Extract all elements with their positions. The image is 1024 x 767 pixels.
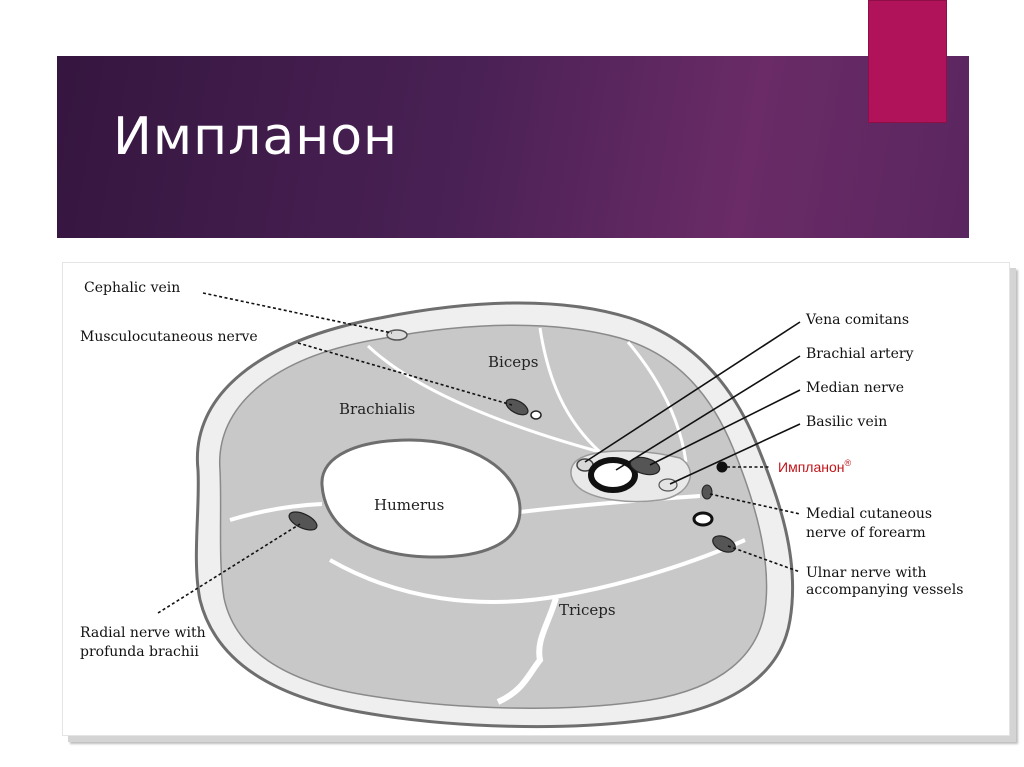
label-ulnar-nerve-line2: accompanying vessels xyxy=(806,582,963,598)
accent-box xyxy=(868,0,947,123)
cephalic-vein xyxy=(386,329,408,341)
label-medial-cutaneous-line2: nerve of forearm xyxy=(806,525,926,541)
label-medial-cutaneous-line1: Medial cutaneous xyxy=(806,506,932,522)
leader-brachial-artery xyxy=(615,355,801,471)
label-implanon: Импланон® xyxy=(778,458,851,475)
label-basilic-vein: Basilic vein xyxy=(806,414,887,430)
humerus-bone xyxy=(320,438,522,559)
intermuscular-septum-lateral xyxy=(229,502,323,522)
leader-cephalic-vein xyxy=(202,292,393,334)
ulnar-vessel xyxy=(692,511,714,527)
label-brachial-artery: Brachial artery xyxy=(806,346,914,362)
basilic-vein xyxy=(658,478,678,492)
triceps-boundary xyxy=(329,538,746,604)
label-triceps: Triceps xyxy=(559,601,616,619)
triceps-septum xyxy=(496,597,559,705)
title-band xyxy=(57,56,969,238)
label-radial-nerve-line2: profunda brachii xyxy=(80,644,199,660)
label-biceps: Biceps xyxy=(488,353,538,371)
radial-nerve xyxy=(288,511,318,531)
leader-medial-cutaneous xyxy=(709,493,801,515)
label-median-nerve: Median nerve xyxy=(806,380,904,396)
label-implanon-mark: ® xyxy=(844,458,851,468)
label-musculocutaneous-nerve: Musculocutaneous nerve xyxy=(80,329,258,345)
medial-cutaneous-nerve xyxy=(701,484,713,500)
implanon-marker xyxy=(716,461,728,473)
label-radial-nerve-line1: Radial nerve with xyxy=(80,625,206,641)
leader-vena-comitans xyxy=(584,321,801,463)
label-ulnar-nerve-line1: Ulnar nerve with xyxy=(806,565,927,581)
leader-basilic-vein xyxy=(669,423,801,485)
leader-median-nerve xyxy=(649,389,801,466)
label-brachialis: Brachialis xyxy=(339,400,415,418)
intermuscular-septum-medial xyxy=(519,494,701,514)
label-implanon-text: Импланон xyxy=(778,459,844,475)
musculocutaneous-nerve-branch xyxy=(530,410,542,420)
musculocutaneous-nerve xyxy=(505,398,529,416)
leader-radial-nerve xyxy=(157,523,301,614)
slide-title: Импланон xyxy=(113,107,399,167)
biceps-boundary xyxy=(366,344,601,454)
leader-ulnar-nerve xyxy=(727,545,801,573)
biceps-lateral-edge xyxy=(538,327,602,454)
label-cephalic-vein: Cephalic vein xyxy=(84,280,180,296)
label-vena-comitans: Vena comitans xyxy=(805,312,909,328)
leader-musculocutaneous xyxy=(297,342,513,406)
brachial-artery xyxy=(588,457,638,493)
median-nerve xyxy=(629,456,661,476)
label-humerus: Humerus xyxy=(374,496,444,514)
